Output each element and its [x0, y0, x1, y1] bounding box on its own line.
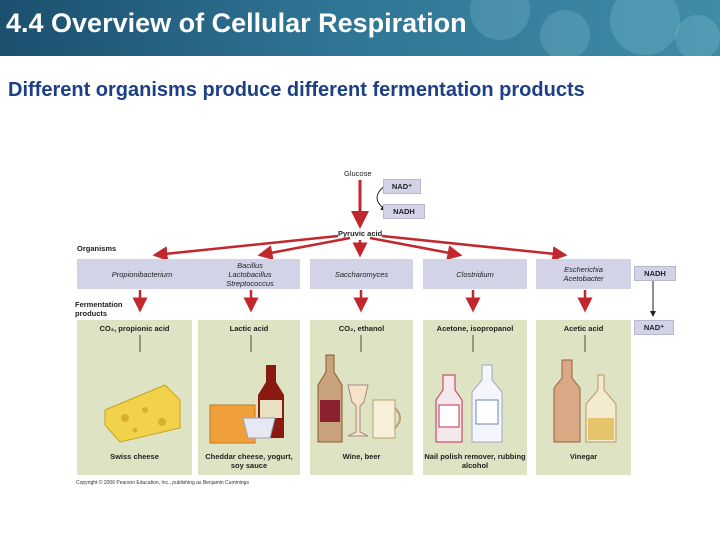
organism-propionibacterium: Propionibacterium [77, 259, 207, 289]
cheddar-yogurt-soy-icon [209, 365, 284, 444]
arrow-to-bacillus [257, 236, 351, 261]
slide-title: 4.4 Overview of Cellular Respiration [6, 8, 467, 38]
pyruvic-acid-label: Pyruvic acid [338, 229, 383, 238]
product-5: Acetic acid [563, 324, 604, 333]
product-4: Acetone, isopropanol [436, 324, 514, 333]
product-1: CO₂, propionic acid [99, 324, 170, 333]
slide-subtitle: Different organisms produce different fe… [8, 79, 585, 101]
arrow-to-clostridium [369, 236, 463, 261]
organism-clostridium: Clostridium [423, 259, 527, 289]
nad-plus-right-box: NAD⁺ [634, 320, 674, 335]
header-texture [470, 0, 530, 40]
wine-beer-icon [317, 354, 401, 443]
nad-plus-top-box: NAD⁺ [383, 179, 421, 194]
header-texture [610, 0, 680, 55]
food-1: Swiss cheese [110, 452, 159, 461]
organisms-label: Organisms [77, 244, 117, 253]
header-texture [675, 15, 720, 56]
organism-bacillus: Bacillus Lactobacillus Streptococcus [200, 259, 300, 289]
product-2: Lactic acid [229, 324, 269, 333]
product-3: CO₂, ethanol [338, 324, 385, 333]
slide-header: 4.4 Overview of Cellular Respiration [0, 0, 720, 56]
glucose-label: Glucose [344, 169, 372, 178]
vinegar-icon [553, 359, 617, 443]
fermentation-diagram: Glucose NAD⁺ NADH Pyruvic acid Organisms… [70, 160, 676, 500]
food-4: Nail polish remover, rubbing alcohol [424, 452, 526, 470]
food-2: Cheddar cheese, yogurt, soy sauce [205, 452, 293, 470]
remover-alcohol-icon [435, 364, 503, 443]
food-3: Wine, beer [342, 452, 381, 461]
fermentation-products-label: Fermentation products [75, 300, 123, 318]
organism-saccharomyces: Saccharomyces [310, 259, 413, 289]
diagram-arrows [132, 180, 656, 317]
arrow-to-escherichia [381, 234, 568, 262]
food-5: Vinegar [569, 452, 598, 461]
swiss-cheese-icon [104, 384, 181, 443]
organism-escherichia: Escherichia Acetobacter [536, 259, 631, 289]
copyright-notice: Copyright © 2006 Pearson Education, Inc.… [76, 480, 249, 486]
product-illustrations [104, 335, 617, 444]
arrow-to-propionibacterium [152, 234, 339, 262]
product-panel-5 [536, 320, 631, 475]
nadh-right-box: NADH [634, 266, 676, 281]
header-texture [540, 10, 590, 56]
nadh-top-box: NADH [383, 204, 425, 219]
